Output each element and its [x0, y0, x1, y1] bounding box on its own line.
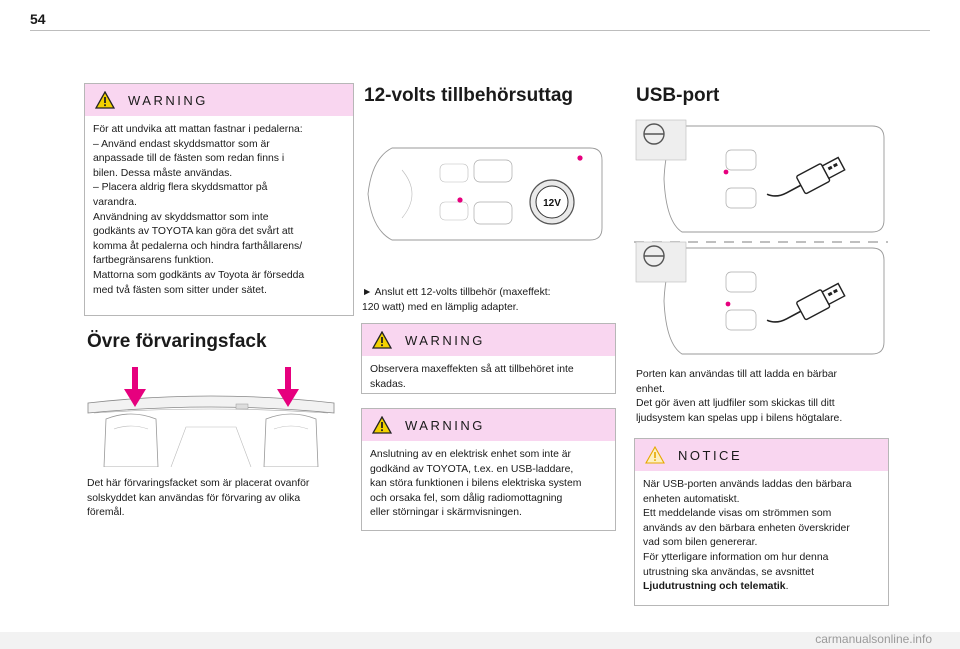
section-heading-usb: USB-port: [636, 85, 720, 106]
section-heading-12v: 12-volts tillbehörsuttag: [364, 85, 574, 106]
12v-instruction: ► Anslut ett 12-volts tillbehör (maxeffe…: [362, 286, 551, 315]
cross-reference-link[interactable]: Ljudutrustning och telematik: [643, 581, 786, 593]
text-line: ► Anslut ett 12-volts tillbehör (maxeffe…: [362, 287, 551, 298]
text-line: kan störa funktionen i bilens elektriska…: [370, 478, 582, 490]
text-line: vad som bilen genererar.: [643, 537, 758, 549]
warning-box-mats: WARNING För att undvika att mattan fastn…: [84, 83, 354, 316]
text-line: Porten kan användas till att ladda en bä…: [636, 369, 838, 380]
notice-text: När USB-porten används laddas den bärbar…: [635, 471, 888, 603]
socket-label: 12V: [543, 198, 561, 209]
warning-header: WARNING: [362, 324, 615, 356]
text-line: bilen. Dessa måste användas.: [93, 167, 233, 179]
warning-box-12v-power: WARNING Observera maxeffekten så att til…: [361, 323, 616, 394]
text-line: fartbegränsarens funktion.: [93, 255, 214, 267]
watermark-text: carmanualsonline.info: [815, 632, 932, 646]
text-line: Observera maxeffekten så att tillbehöret…: [370, 364, 574, 375]
warning-header: WARNING: [85, 84, 353, 116]
warning-header: WARNING: [362, 409, 615, 441]
text-line: För att undvika att mattan fastnar i ped…: [93, 124, 303, 135]
usb-port-illustration: [634, 119, 888, 355]
text-line: 120 watt) med en lämplig adapter.: [362, 301, 519, 313]
text-line: och orsaka fel, som dålig radiomottagnin…: [370, 492, 563, 504]
page-number: 54: [30, 11, 46, 27]
warning-title: WARNING: [128, 93, 208, 108]
text-line: – Använd endast skyddsmattor som är: [93, 138, 270, 150]
warning-text: Observera maxeffekten så att tillbehöret…: [362, 356, 615, 400]
warning-triangle-icon: [372, 416, 392, 434]
text-line: varandra.: [93, 196, 137, 208]
overhead-storage-illustration: [87, 367, 335, 467]
text-line: När USB-porten används laddas den bärbar…: [643, 479, 852, 490]
steering-wheel-icon: [643, 245, 665, 267]
warning-text: För att undvika att mattan fastnar i ped…: [85, 116, 353, 306]
text-line: solskyddet kan användas för förvaring av…: [87, 492, 301, 504]
text-line: enhet.: [636, 383, 665, 395]
text-line: föremål.: [87, 507, 125, 519]
notice-box-usb: NOTICE När USB-porten används laddas den…: [634, 438, 889, 606]
text-line: utrustning ska användas, se avsnittet: [643, 566, 814, 578]
header-rule: [30, 30, 930, 31]
storage-description: Det här förvaringsfacket som är placerat…: [87, 477, 309, 521]
arrow-down-icon: [124, 367, 146, 407]
text-line: enheten automatiskt.: [643, 493, 740, 505]
usb-description: Porten kan användas till att ladda en bä…: [636, 368, 842, 426]
text-line: godkänd av TOYOTA, t.ex. en USB-laddare,: [370, 463, 574, 475]
text-line: Ljudutrustning och telematik.: [643, 580, 880, 595]
12v-socket-illustration: 12V: [367, 147, 603, 241]
text-line: ljudsystem kan spelas upp i bilens högta…: [636, 412, 843, 424]
warning-triangle-icon: [372, 331, 392, 349]
steering-wheel-icon: [643, 123, 665, 145]
text-line: – Placera aldrig flera skyddsmattor på: [93, 182, 268, 194]
text-line: eller störningar i skärmvisningen.: [370, 507, 522, 519]
text-line: skadas.: [370, 378, 406, 390]
text-line: anpassade till de fästen som redan finns…: [93, 153, 285, 165]
warning-text: Anslutning av en elektrisk enhet som int…: [362, 441, 615, 529]
arrow-down-icon: [277, 367, 299, 407]
text-line: Användning av skyddsmattor som inte: [93, 211, 269, 223]
warning-title: WARNING: [405, 333, 485, 348]
text-line: Mattorna som godkänts av Toyota är förse…: [93, 269, 305, 281]
text-line: med två fästen som sitter under sätet.: [93, 284, 267, 296]
notice-header: NOTICE: [635, 439, 888, 471]
warning-triangle-icon: [95, 91, 115, 109]
text-line: Det gör även att ljudfiler som skickas t…: [636, 398, 835, 410]
warning-title: WARNING: [405, 418, 485, 433]
text-line: används av den bärbara enheten överskrid…: [643, 522, 850, 534]
notice-title: NOTICE: [678, 448, 743, 463]
text-punctuation: .: [785, 581, 789, 593]
text-line: För ytterligare information om hur denna: [643, 551, 829, 563]
text-line: komma åt pedalerna och hindra farthållar…: [93, 240, 303, 252]
usb-plug-icon: [766, 156, 846, 197]
section-heading-storage: Övre förvaringsfack: [87, 331, 267, 352]
text-line: godkänts av TOYOTA kan göra det svårt at…: [93, 226, 294, 238]
text-line: Det här förvaringsfacket som är placerat…: [87, 478, 310, 489]
usb-plug-icon: [766, 282, 846, 323]
text-line: Anslutning av en elektrisk enhet som int…: [370, 449, 571, 460]
footer-bar: carmanualsonline.info: [0, 632, 960, 649]
warning-box-electrical: WARNING Anslutning av en elektrisk enhet…: [361, 408, 616, 531]
notice-triangle-icon: [645, 446, 665, 464]
12v-socket-icon: 12V: [529, 179, 575, 225]
text-line: Ett meddelande visas om strömmen som: [643, 508, 832, 520]
